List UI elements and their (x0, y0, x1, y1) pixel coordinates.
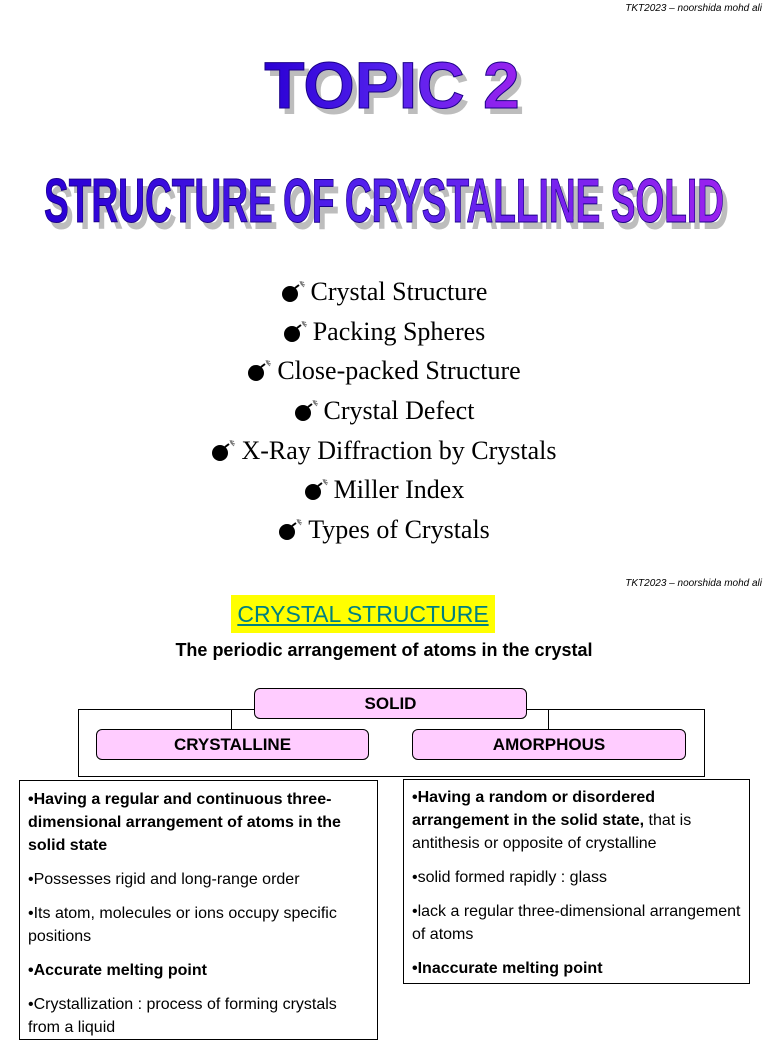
amorphous-box: AMORPHOUS (412, 729, 686, 760)
title-line-shadow: STRUCTURE OF CRYSTALLINE SOLID (49, 174, 729, 243)
definition-subtitle: The periodic arrangement of atoms in the… (175, 640, 593, 660)
slide2-credit: TKT2023 – noorshida mohd ali (625, 578, 762, 589)
title-line: STRUCTURE OF CRYSTALLINE SOLID (44, 167, 724, 236)
topic-label: Packing Spheres (312, 316, 486, 346)
topic-item: X-Ray Diffraction by Crystals (0, 431, 768, 471)
amorphous-point-rest: that is antithesis or opposite of crysta… (412, 812, 692, 852)
connector-line (526, 709, 705, 710)
connector-line (548, 709, 549, 730)
topic-list: Crystal Structure Packing Spheres Close-… (0, 272, 768, 550)
connector-line (78, 709, 254, 710)
bomb-icon (281, 281, 305, 302)
crystal-structure-heading: CRYSTAL STRUCTURE (231, 595, 495, 633)
bomb-icon (294, 400, 318, 422)
topic-line-shadow: TOPIC 2 (269, 54, 525, 128)
topic-item: Types of Crystals (0, 510, 768, 550)
bomb-icon (283, 320, 307, 342)
topic-label: Miller Index (333, 475, 465, 505)
bomb-icon (304, 479, 328, 501)
topic-item: Miller Index (0, 470, 768, 510)
amorphous-point-bold: •Having a random or disordered arrangeme… (412, 789, 655, 829)
crystalline-point: •Having a regular and continuous three-d… (28, 791, 341, 854)
bomb-icon (248, 360, 272, 382)
crystalline-point: •Possesses rigid and long-range order (28, 871, 300, 888)
bomb-icon (212, 439, 236, 461)
topic-label: Close-packed Structure (277, 356, 521, 386)
amorphous-point: •lack a regular three-dimensional arrang… (412, 903, 741, 943)
connector-line (78, 776, 705, 777)
connector-line (704, 709, 705, 777)
topic-label: Types of Crystals (308, 515, 490, 545)
crystalline-point: •Its atom, molecules or ions occupy spec… (28, 905, 337, 945)
crystalline-description: •Having a regular and continuous three-d… (19, 780, 378, 1040)
crystal-structure-heading-text: CRYSTAL STRUCTURE (237, 601, 489, 627)
solid-box: SOLID (254, 688, 527, 719)
title-wordart: TOPIC 2 TOPIC 2 STRUCTURE OF CRYSTALLINE… (44, 48, 730, 244)
topic-label: X-Ray Diffraction by Crystals (241, 435, 557, 465)
amorphous-point: •solid formed rapidly : glass (412, 869, 608, 886)
topic-label: Crystal Defect (323, 396, 475, 426)
amorphous-point: •Inaccurate melting point (412, 960, 603, 977)
bomb-icon (279, 519, 303, 541)
topic-item: Crystal Defect (0, 391, 768, 431)
topic-item: Crystal Structure (0, 272, 768, 312)
connector-line (231, 709, 232, 730)
topic-label: Crystal Structure (310, 277, 488, 306)
crystalline-box: CRYSTALLINE (96, 729, 369, 760)
connector-line (78, 709, 79, 777)
crystalline-point: •Crystallization : process of forming cr… (28, 996, 337, 1036)
amorphous-description: •Having a random or disordered arrangeme… (403, 779, 750, 984)
amorphous-point: •Having a random or disordered arrangeme… (412, 786, 741, 855)
topic-item: Packing Spheres (0, 312, 768, 352)
topic-line: TOPIC 2 (264, 48, 520, 122)
crystalline-point: •Accurate melting point (28, 962, 207, 979)
slide1-credit: TKT2023 – noorshida mohd ali (625, 3, 762, 14)
topic-item: Close-packed Structure (0, 351, 768, 391)
